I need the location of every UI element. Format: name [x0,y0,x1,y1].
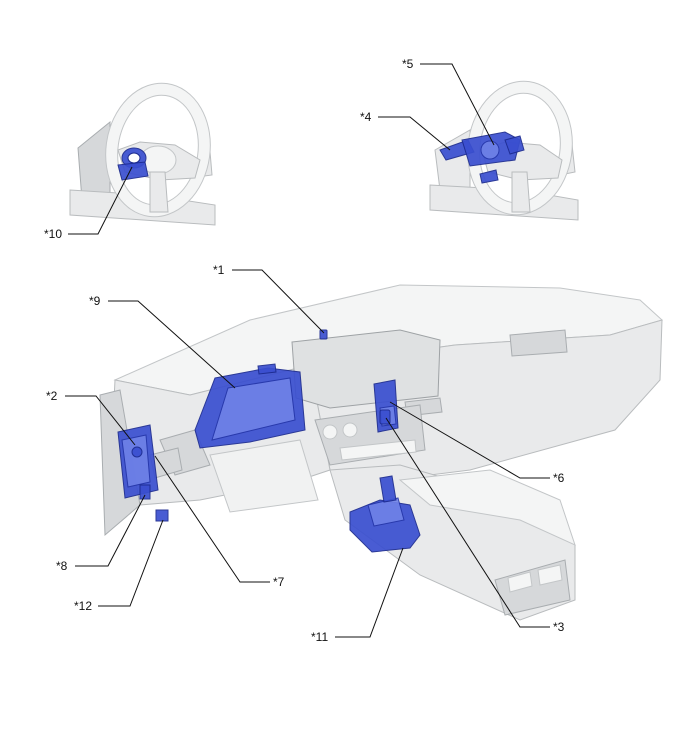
callout-label-11: *11 [311,630,328,644]
callout-label-4: *4 [360,110,372,124]
callout-label-8: *8 [56,559,68,573]
combination-switch-right [439,131,525,184]
leader-lines [65,63,550,638]
callout-label-12: *12 [74,599,92,613]
callout-label-1: *1 [213,263,225,277]
callout-label-6: *6 [553,471,565,485]
callout-label-3: *3 [553,620,565,634]
part-1-sensor [319,329,328,340]
callout-label-7: *7 [273,575,285,589]
part-9-combination-meter [194,363,306,449]
part-2-ecu [117,424,159,499]
combination-switch-left [117,147,149,181]
callout-label-2: *2 [46,389,58,403]
steering-wheel-left-view [69,82,216,226]
part-12-module [155,509,169,522]
callout-label-9: *9 [89,294,101,308]
callout-label-5: *5 [402,57,414,71]
callout-label-10: *10 [44,227,62,241]
part-8-bracket [139,484,151,500]
part-11-shift-lever [349,475,421,553]
